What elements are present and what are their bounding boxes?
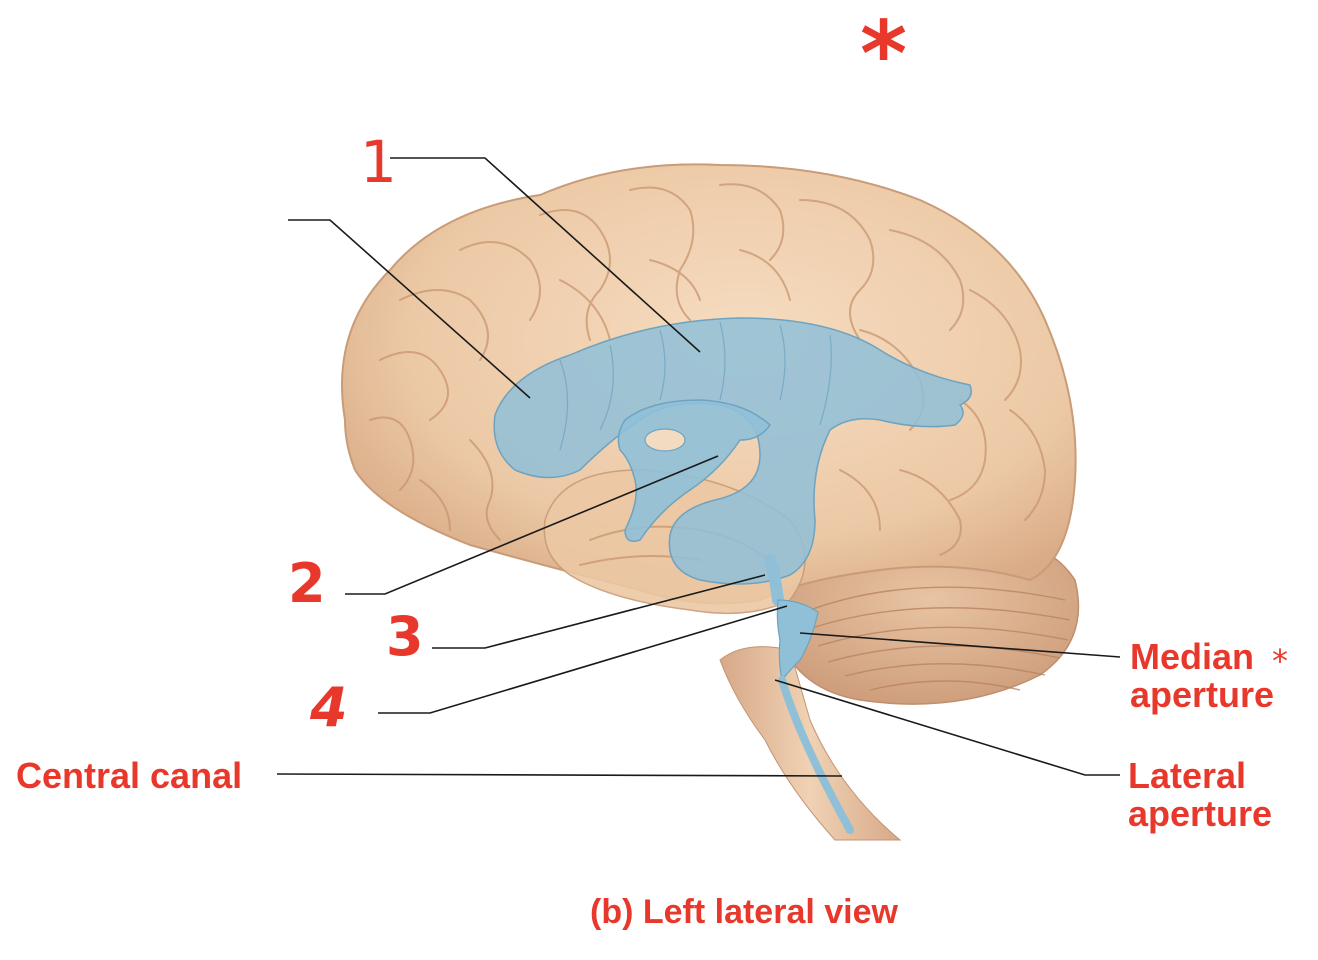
handwritten-asterisk-top: * bbox=[860, 2, 908, 107]
leader-median-aperture bbox=[799, 632, 1121, 658]
leader-1 bbox=[390, 157, 701, 353]
leader-lines bbox=[276, 157, 1121, 777]
handwritten-number-1: 1 bbox=[360, 128, 397, 196]
cerebral-aqueduct bbox=[764, 554, 784, 606]
label-median-aperture-line2: aperture bbox=[1130, 674, 1275, 715]
interthalamic-adhesion bbox=[644, 428, 686, 452]
leader-4 bbox=[378, 605, 788, 714]
leader-3 bbox=[432, 574, 766, 649]
figure-caption: (b) Left lateral view bbox=[590, 893, 898, 931]
handwritten-number-4: 4 bbox=[310, 676, 348, 739]
label-central-canal: Central canal bbox=[16, 755, 243, 796]
leader-lateral-aperture bbox=[774, 679, 1120, 776]
label-median-aperture-line1: Median bbox=[1130, 636, 1255, 677]
fourth-ventricle bbox=[776, 599, 819, 682]
label-lateral-aperture-line2: aperture bbox=[1128, 793, 1273, 834]
label-median-aperture: Median aperture bbox=[1130, 638, 1274, 714]
label-lateral-aperture-line1: Lateral bbox=[1128, 755, 1247, 796]
handwritten-number-2: 2 bbox=[288, 552, 326, 615]
handwritten-asterisk-median: * bbox=[1272, 642, 1288, 680]
central-canal bbox=[778, 676, 854, 834]
handwritten-number-3: 3 bbox=[386, 605, 424, 668]
leader-unlabeled bbox=[288, 219, 531, 399]
leader-2 bbox=[345, 455, 719, 595]
label-lateral-aperture: Lateral aperture bbox=[1128, 757, 1272, 833]
leader-central-canal bbox=[276, 773, 843, 777]
